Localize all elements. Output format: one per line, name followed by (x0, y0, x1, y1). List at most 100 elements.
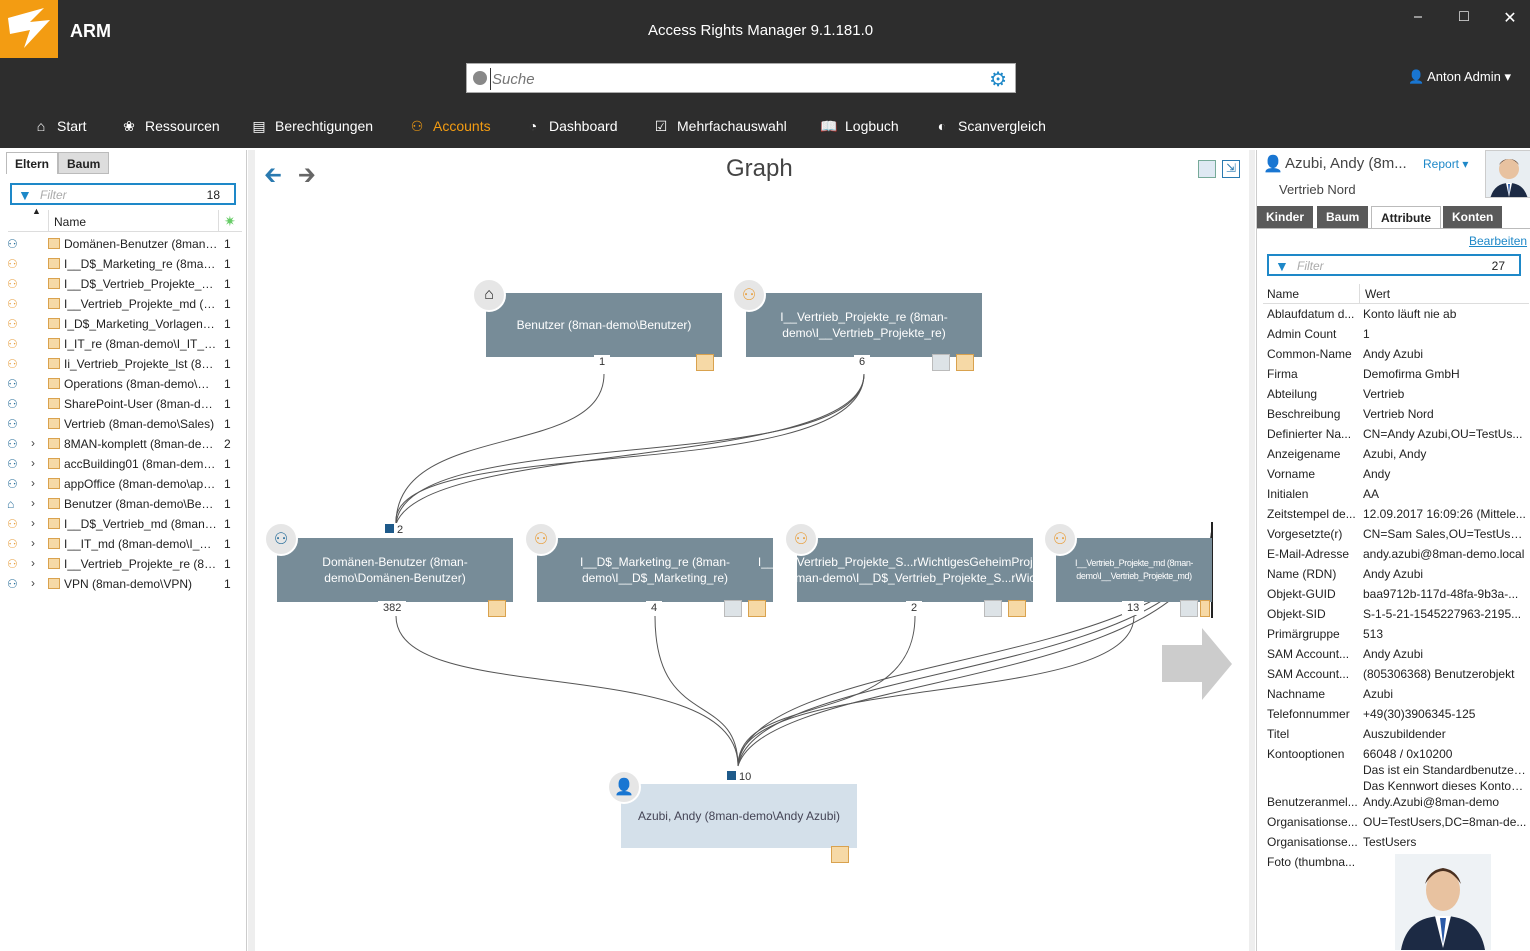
attribute-row[interactable]: Vorgesetzte(r)CN=Sam Sales,OU=TestUser..… (1263, 524, 1529, 544)
sort-up-icon[interactable]: ▲ (32, 206, 41, 216)
column-name[interactable]: Name (1267, 287, 1300, 301)
note-icon[interactable] (956, 354, 974, 371)
list-item[interactable]: ⚇I__Vertrieb_Projekte_md (8man-demo)1 (4, 294, 244, 314)
attribute-row[interactable]: Zeitstempel de...12.09.2017 16:09:26 (Mi… (1263, 504, 1529, 524)
tab-kinder[interactable]: Kinder (1257, 206, 1314, 228)
node-count[interactable]: 13 (1122, 601, 1145, 615)
nav-start[interactable]: ⌂Start (32, 118, 87, 134)
attribute-row[interactable]: Ablaufdatum d...Konto läuft nie ab (1263, 304, 1529, 324)
node-count[interactable]: 2 (906, 601, 923, 615)
list-item[interactable]: ⚇›8MAN-komplett (8man-demo\8MAN-komplett… (4, 434, 244, 454)
attribute-row[interactable]: Telefonnummer+49(30)3906345-125 (1263, 704, 1529, 724)
note-icon[interactable] (831, 846, 849, 863)
list-item[interactable]: ⚇›VPN (8man-demo\VPN)1 (4, 574, 244, 594)
node-count[interactable]: 6 (854, 355, 871, 369)
folder-icon[interactable] (1180, 600, 1198, 617)
list-item[interactable]: ⚇I__D$_Marketing_re (8man-demo\I__D$_Mar… (4, 254, 244, 274)
splitter[interactable] (248, 150, 255, 951)
chevron-right-icon[interactable]: › (31, 476, 35, 490)
node-count[interactable]: 4 (646, 601, 663, 615)
list-item[interactable]: ⚇›I__IT_md (8man-demo\I__IT_md)1 (4, 534, 244, 554)
graph-node-selected-user[interactable]: Azubi, Andy (8man-demo\Andy Azubi) (621, 784, 857, 848)
splitter[interactable] (1249, 150, 1255, 951)
graph-node-benutzer[interactable]: Benutzer (8man-demo\Benutzer) (486, 293, 722, 357)
attribute-row[interactable]: Benutzeranmel...Andy.Azubi@8man-demo (1263, 792, 1529, 812)
nav-scanvergleich[interactable]: ◐Scanvergleich (933, 118, 1046, 134)
attribute-row[interactable]: Kontooptionen 66048 / 0x10200 Das ist ei… (1267, 747, 1527, 793)
tab-baum[interactable]: Baum (58, 152, 110, 174)
chevron-right-icon[interactable]: › (31, 576, 35, 590)
column-name[interactable]: Name (54, 215, 87, 229)
back-arrow-icon[interactable]: 🡰 (264, 162, 282, 187)
tab-baum[interactable]: Baum (1317, 206, 1369, 228)
list-item[interactable]: ⚇Domänen-Benutzer (8man-demo\Domänen-Ben… (4, 234, 244, 254)
tab-attribute[interactable]: Attribute (1371, 206, 1441, 228)
tab-eltern[interactable]: Eltern (6, 152, 59, 174)
list-item[interactable]: ⚇SharePoint-User (8man-demo\SharePoint-U… (4, 394, 244, 414)
graph-node-marketing-re[interactable]: I__D$_Marketing_re (8man-demo\I__D$_Mark… (537, 538, 773, 602)
image-export-icon[interactable] (1198, 160, 1216, 178)
note-icon[interactable] (488, 600, 506, 617)
nav-dashboard[interactable]: ◔Dashboard (524, 118, 618, 134)
left-filter[interactable]: ▼ Filter 18 (10, 183, 236, 205)
list-item[interactable]: ⚇›appOffice (8man-demo\appOffice)1 (4, 474, 244, 494)
chevron-right-icon[interactable]: › (31, 516, 35, 530)
attribute-row[interactable]: Organisationse...TestUsers (1263, 832, 1529, 852)
asterisk-icon[interactable]: ✷ (224, 213, 236, 229)
list-item[interactable]: ⚇I__D$_Vertrieb_Projekte_S...1 (4, 274, 244, 294)
forward-arrow-icon[interactable]: 🡲 (298, 162, 316, 187)
minimize-icon[interactable]: ⎯ (1413, 8, 1422, 25)
folder-icon[interactable] (984, 600, 1002, 617)
graph-node-vertrieb-projekte-s[interactable]: I__D$_Vertrieb_Projekte_S...rWichtigesGe… (758, 538, 1072, 602)
attribute-row[interactable]: SAM Account...(805306368) Benutzerobjekt (1263, 664, 1529, 684)
chevron-right-icon[interactable]: › (31, 536, 35, 550)
graph-node-vertrieb-projekte-md[interactable]: I__Vertrieb_Projekte_md (8man-demo\I__Ve… (1056, 538, 1212, 602)
list-item[interactable]: ⚇Ii_Vertrieb_Projekte_lst (8man-demo)1 (4, 354, 244, 374)
folder-icon[interactable] (932, 354, 950, 371)
close-icon[interactable]: ✕ (1503, 10, 1517, 27)
edit-link[interactable]: Bearbeiten (1469, 234, 1528, 248)
folder-icon[interactable] (724, 600, 742, 617)
chevron-right-icon[interactable]: › (31, 496, 35, 510)
node-count[interactable]: 382 (378, 601, 407, 615)
graph-node-domaenen-benutzer[interactable]: Domänen-Benutzer (8man-demo\Domänen-Benu… (277, 538, 513, 602)
attribute-filter[interactable]: ▼ Filter 27 (1267, 254, 1521, 276)
attribute-row[interactable]: SAM Account...Andy Azubi (1263, 644, 1529, 664)
nav-logbuch[interactable]: 📖Logbuch (820, 118, 899, 134)
list-item[interactable]: ⚇›I__Vertrieb_Projekte_re (8man-demo)1 (4, 554, 244, 574)
nav-accounts[interactable]: ⚇Accounts (408, 118, 491, 135)
attribute-row[interactable]: Organisationse...OU=TestUsers,DC=8man-de… (1263, 812, 1529, 832)
list-item[interactable]: ⚇Vertrieb (8man-demo\Sales)1 (4, 414, 244, 434)
collapse-badge[interactable]: 2 (380, 523, 409, 537)
note-icon[interactable] (1008, 600, 1026, 617)
note-icon[interactable] (1200, 600, 1210, 617)
graph-node-vertrieb-projekte-re[interactable]: I__Vertrieb_Projekte_re (8man-demo\I__Ve… (746, 293, 982, 357)
column-value[interactable]: Wert (1365, 287, 1391, 301)
note-icon[interactable] (696, 354, 714, 371)
list-item[interactable]: ⚇I_IT_re (8man-demo\I_IT_re)1 (4, 334, 244, 354)
attribute-row[interactable]: Definierter Na...CN=Andy Azubi,OU=TestUs… (1263, 424, 1529, 444)
node-count[interactable]: 1 (594, 355, 611, 369)
list-item[interactable]: ⌂›Benutzer (8man-demo\Benutzer)1 (4, 494, 244, 514)
collapse-badge[interactable]: 10 (722, 770, 757, 784)
nav-berechtigungen[interactable]: ▤Berechtigungen (250, 118, 373, 135)
search-input[interactable] (490, 68, 980, 90)
note-icon[interactable] (748, 600, 766, 617)
nav-ressourcen[interactable]: ❀Ressourcen (120, 118, 220, 135)
tab-konten[interactable]: Konten (1443, 206, 1503, 228)
